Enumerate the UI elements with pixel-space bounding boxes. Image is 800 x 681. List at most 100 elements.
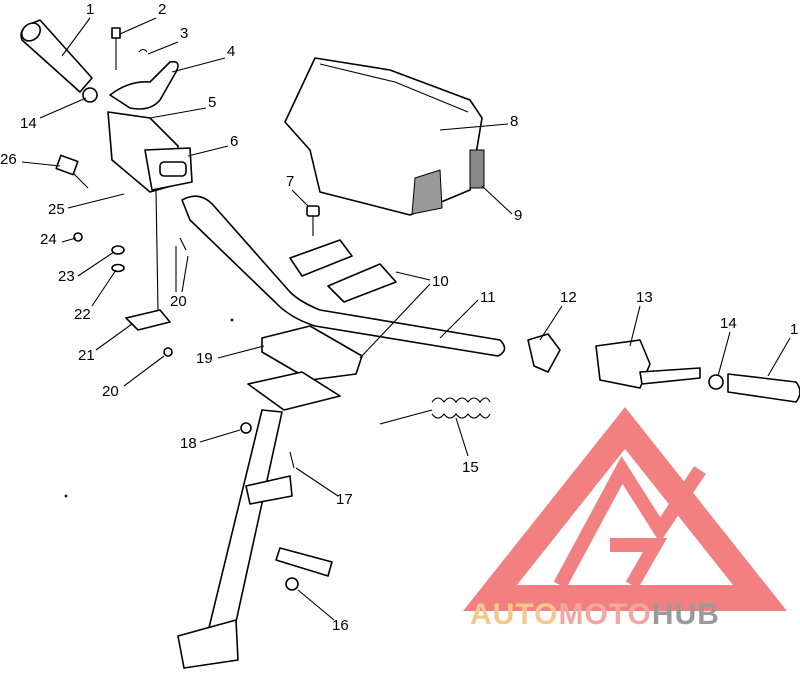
callout-c19: 19 — [196, 345, 265, 367]
part-washer-22 — [111, 263, 125, 273]
callout-number: 17 — [336, 491, 353, 508]
callout-c26: 26 — [0, 151, 61, 168]
callout-number: 20 — [170, 293, 187, 310]
part-clamp-upper-b — [327, 263, 397, 303]
leader-line — [119, 17, 157, 35]
leader-line — [717, 331, 731, 377]
part-end-plug-left — [82, 87, 98, 103]
callout-number: 16 — [332, 617, 349, 634]
watermark-hub: HUB — [652, 598, 720, 631]
callout-number: 20 — [102, 383, 119, 400]
watermark-auto: AUTO — [470, 598, 558, 631]
callout-c5: 5 — [149, 94, 216, 119]
callout-number: 1 — [790, 321, 798, 338]
leader-line — [39, 97, 87, 119]
callout-number: 6 — [230, 133, 238, 150]
part-clamp-lower — [261, 325, 363, 381]
callout-c20b: 20 — [102, 355, 165, 400]
callout-c8: 8 — [439, 113, 518, 131]
part-bolt-7 — [306, 205, 320, 236]
callout-c6: 6 — [187, 133, 238, 157]
callout-number: 22 — [74, 306, 91, 323]
leader-line — [187, 145, 229, 157]
callout-c17: 17 — [295, 467, 353, 508]
callout-c1b: 1 — [767, 321, 798, 377]
part-throttle-lever — [109, 60, 179, 110]
callout-number: 8 — [510, 113, 518, 130]
leader-line — [181, 255, 189, 293]
part-throttle-housing — [107, 111, 193, 193]
callout-c21: 21 — [78, 323, 133, 364]
callout-c12: 12 — [539, 289, 577, 341]
callout-c10: 10 — [359, 271, 449, 359]
callout-number: 23 — [58, 268, 75, 285]
speck — [64, 494, 68, 498]
leader-line — [439, 123, 509, 131]
callout-number: 11 — [480, 289, 496, 306]
callout-number: 15 — [462, 459, 479, 476]
callout-c11: 11 — [439, 289, 496, 339]
callout-c14a: 14 — [20, 97, 87, 132]
part-nut-16 — [285, 577, 299, 591]
part-grip-right — [727, 373, 800, 403]
callout-c4: 4 — [171, 43, 235, 73]
part-mount-plate — [247, 371, 341, 411]
part-connector-26 — [55, 154, 89, 189]
watermark-logo — [463, 407, 787, 611]
callout-number: 21 — [78, 347, 95, 364]
leader-line — [359, 283, 431, 359]
leader-line — [171, 57, 226, 73]
part-grip-left — [20, 19, 93, 93]
callout-c20a: 20 — [170, 246, 189, 310]
callout-number: 3 — [180, 25, 188, 42]
leader-line — [539, 305, 563, 341]
part-brake-lever-13 — [595, 339, 701, 389]
part-cable — [155, 189, 159, 311]
callout-c7: 7 — [286, 173, 309, 207]
part-washer-23 — [111, 245, 125, 255]
leader-line — [767, 337, 791, 377]
leader-line — [481, 185, 513, 215]
part-screw-20a — [179, 237, 187, 251]
leader-line — [297, 589, 335, 621]
leader-line — [147, 41, 179, 55]
callout-c14b: 14 — [717, 315, 737, 377]
callout-number: 25 — [48, 201, 65, 218]
part-end-plug-right — [708, 374, 724, 390]
callout-number: 19 — [196, 350, 213, 367]
callout-number: 7 — [286, 173, 294, 190]
leader-line — [291, 189, 309, 207]
callout-number: 9 — [514, 207, 522, 224]
callout-number: 18 — [180, 435, 197, 452]
watermark-moto: MOTO — [558, 598, 651, 631]
leader-line — [217, 345, 265, 359]
leader-line — [77, 251, 115, 277]
part-heater-coil — [379, 397, 491, 425]
part-bracket-17 — [245, 475, 293, 505]
callout-c18: 18 — [180, 429, 241, 452]
leader-line — [95, 323, 133, 351]
part-nut-24 — [73, 232, 83, 242]
leader-line — [629, 305, 641, 347]
callout-number: 13 — [636, 289, 653, 306]
callout-c1a: 1 — [61, 1, 94, 57]
part-column-base — [177, 619, 239, 669]
part-clamp-upper-a — [289, 239, 353, 277]
part-bolt-17 — [289, 451, 295, 469]
callout-number: 24 — [40, 231, 57, 248]
speck — [230, 318, 234, 322]
leader-line — [199, 429, 241, 443]
leader-line — [91, 269, 117, 307]
callout-number: 12 — [560, 289, 577, 306]
callout-c25: 25 — [48, 193, 125, 218]
leader-line — [439, 299, 479, 339]
leader-line — [61, 237, 77, 243]
callout-c13: 13 — [629, 289, 653, 347]
part-switch-12 — [527, 333, 561, 373]
part-steering-column — [205, 409, 283, 641]
callout-c24: 24 — [40, 231, 77, 248]
callout-c22: 22 — [74, 269, 117, 323]
